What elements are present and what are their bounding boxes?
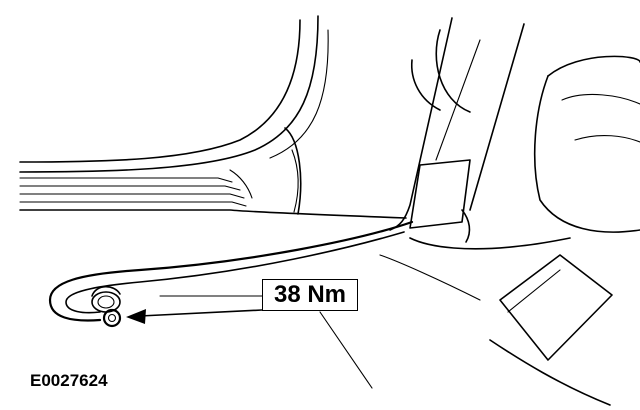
floor-trim	[319, 209, 613, 406]
torque-callout-label: 38 Nm	[262, 279, 358, 311]
door-sill-ribs	[19, 169, 407, 219]
seat-belt-webbing	[389, 17, 525, 231]
torque-leader-arrow	[126, 309, 263, 324]
anchor-rail	[48, 220, 414, 322]
seat-cushion	[410, 29, 640, 233]
door-frame-outline	[19, 15, 329, 215]
figure-reference-code: E0027624	[30, 371, 108, 390]
anchor-bolt	[91, 285, 122, 328]
